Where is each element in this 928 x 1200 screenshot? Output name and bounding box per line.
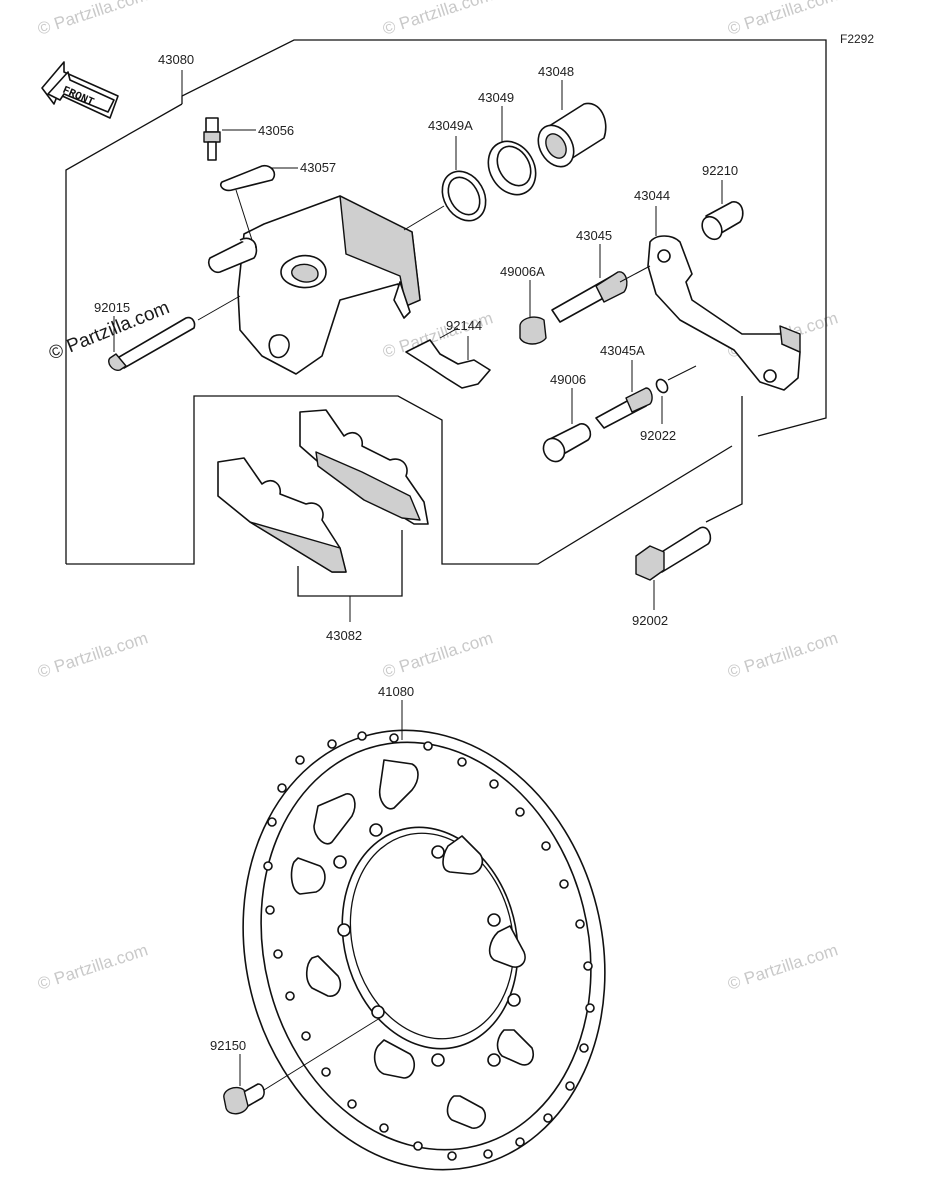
piston-icon [537,80,607,168]
part-number-43045: 43045 [576,228,612,243]
part-number-43057: 43057 [300,160,336,175]
piston-seal-a-icon [403,136,487,231]
watermark: © Partzilla.com [35,628,150,681]
bushing-icon [701,180,744,241]
brake-pads [217,409,429,622]
part-number-92150: 92150 [210,1038,246,1053]
front-arrow-icon: FRONT [41,61,119,119]
watermark: © Partzilla.com [35,0,150,39]
watermark: © Partzilla.com [725,628,840,681]
part-number-43048: 43048 [538,64,574,79]
bleeder-valve-icon [203,117,256,161]
caliper-assembly-outline [65,39,827,565]
brake-disc-icon [242,700,606,1171]
part-number-92002: 92002 [632,613,668,628]
pin-boot-icon [542,388,592,463]
reference-code: F2292 [840,32,874,46]
part-number-92144: 92144 [446,318,482,333]
part-number-43049A: 43049A [428,118,473,133]
slide-pin-icon [108,295,241,371]
part-number-92210: 92210 [702,163,738,178]
part-number-92022: 92022 [640,428,676,443]
part-number-43045A: 43045A [600,343,645,358]
part-number-49006A: 49006A [500,264,545,279]
part-number-43044: 43044 [634,188,670,203]
circlip-icon [655,365,697,424]
piston-seal-icon [487,106,537,196]
part-number-41080: 41080 [378,684,414,699]
part-number-43080: 43080 [158,52,194,67]
part-number-43056: 43056 [258,123,294,138]
part-number-49006: 49006 [550,372,586,387]
part-number-43082: 43082 [326,628,362,643]
watermark: © Partzilla.com [380,0,495,39]
caliper-body [207,195,421,375]
disc-bolt-icon [223,1017,381,1115]
mounting-bolt-icon [635,396,743,610]
watermark: © Partzilla.com [725,940,840,993]
part-number-92015: 92015 [94,300,130,315]
part-number-43049: 43049 [478,90,514,105]
caliper-bracket-icon [647,206,801,391]
bleeder-cap-icon [219,164,298,241]
pin-boot-a-icon [519,280,547,345]
watermark: © Partzilla.com [35,940,150,993]
bracket-pin-icon [551,244,651,323]
watermark: © Partzilla.com [380,628,495,681]
watermark: © Partzilla.com [725,0,840,39]
pad-spring-icon [405,327,491,389]
bracket-pin-a-icon [595,360,653,429]
